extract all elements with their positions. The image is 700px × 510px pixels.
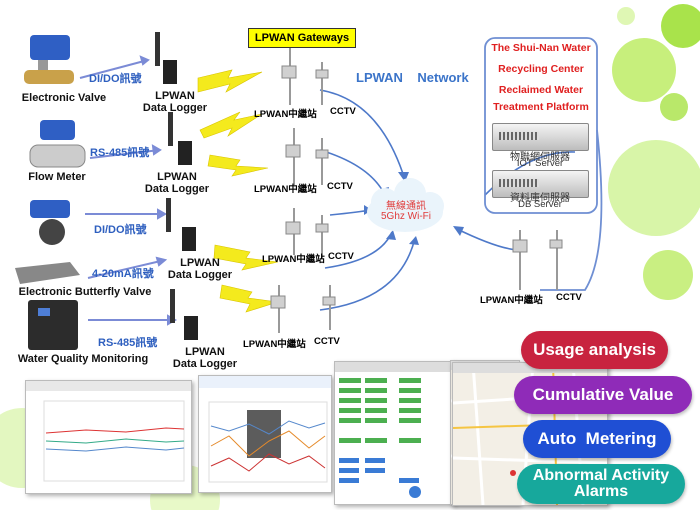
gateways-label-box: LPWAN Gateways xyxy=(248,28,356,48)
signal-label: 4-20mA訊號 xyxy=(92,268,154,280)
cctv-label: CCTV xyxy=(330,106,356,117)
signal-arrows xyxy=(79,55,178,326)
screenshot-dashboard xyxy=(334,361,454,505)
device-images xyxy=(15,35,86,350)
feature-abnormal-alarms: Abnormal Activity Alarms xyxy=(517,464,685,504)
cctv-label: CCTV xyxy=(314,336,340,347)
platform-title-line: Reclaimed Water xyxy=(498,84,584,96)
cctv-label: CCTV xyxy=(327,181,353,192)
device-label: Electronic Butterfly Valve xyxy=(18,286,152,298)
signal-label: DI/DO訊號 xyxy=(94,224,147,236)
decor-circle xyxy=(617,7,635,25)
feature-cumulative-value: Cumulative Value xyxy=(514,376,692,414)
wireless-cloud xyxy=(367,178,444,232)
db-server-icon xyxy=(492,170,589,198)
cloud-label-en: 5Ghz Wi-Fi xyxy=(381,211,431,222)
platform-link xyxy=(540,129,603,291)
decor-circle xyxy=(643,250,693,300)
decor-circle xyxy=(660,93,688,121)
screenshot-trend-chart xyxy=(198,375,332,493)
relay-boxes xyxy=(270,65,563,309)
cloud-label-cn: 無線通訊 xyxy=(386,201,426,212)
relay-label: LPWAN中繼站 xyxy=(243,339,306,350)
relay-label: LPWAN中繼站 xyxy=(480,295,543,306)
iot-server-en: IOT Server xyxy=(516,158,564,169)
screenshot-usage-chart xyxy=(25,380,192,494)
iot-server-icon xyxy=(492,123,589,151)
network-label: LPWAN Network xyxy=(356,70,469,85)
decor-circle xyxy=(608,140,700,236)
wireless-bolts xyxy=(197,69,279,313)
db-server-en: DB Server xyxy=(518,199,562,210)
relay-label: LPWAN中繼站 xyxy=(254,109,317,120)
platform-title-line: Recycling Center xyxy=(498,63,584,75)
data-logger-units xyxy=(155,32,198,340)
feature-auto-metering: Auto Metering xyxy=(523,420,671,458)
cctv-label: CCTV xyxy=(328,251,354,262)
platform-title-line: The Shui-Nan Water xyxy=(491,42,591,54)
multi-line-chart-thumbnail xyxy=(199,376,331,483)
decor-circle xyxy=(612,38,676,102)
signal-label: RS-485訊號 xyxy=(90,147,150,159)
signal-label: DI/DO訊號 xyxy=(89,73,142,85)
iot-server-cn: 物聯網伺服器 xyxy=(510,152,570,163)
relay-label: LPWAN中繼站 xyxy=(254,184,317,195)
line-chart-thumbnail xyxy=(26,381,191,482)
decor-circle xyxy=(661,4,700,48)
db-server-cn: 資料庫伺服器 xyxy=(510,193,570,204)
device-label: Electronic Valve xyxy=(21,92,107,104)
cctv-label: CCTV xyxy=(556,292,582,303)
platform-title-line: Treatment Platform xyxy=(493,101,589,113)
device-label: Water Quality Monitoring xyxy=(17,353,149,365)
relay-label: LPWAN中繼站 xyxy=(262,254,325,265)
feature-usage-analysis: Usage analysis xyxy=(521,331,668,369)
dashboard-thumbnail xyxy=(335,362,453,498)
platform-border xyxy=(484,37,598,214)
device-label: Flow Meter xyxy=(28,171,86,183)
signal-label: RS-485訊號 xyxy=(98,337,158,349)
